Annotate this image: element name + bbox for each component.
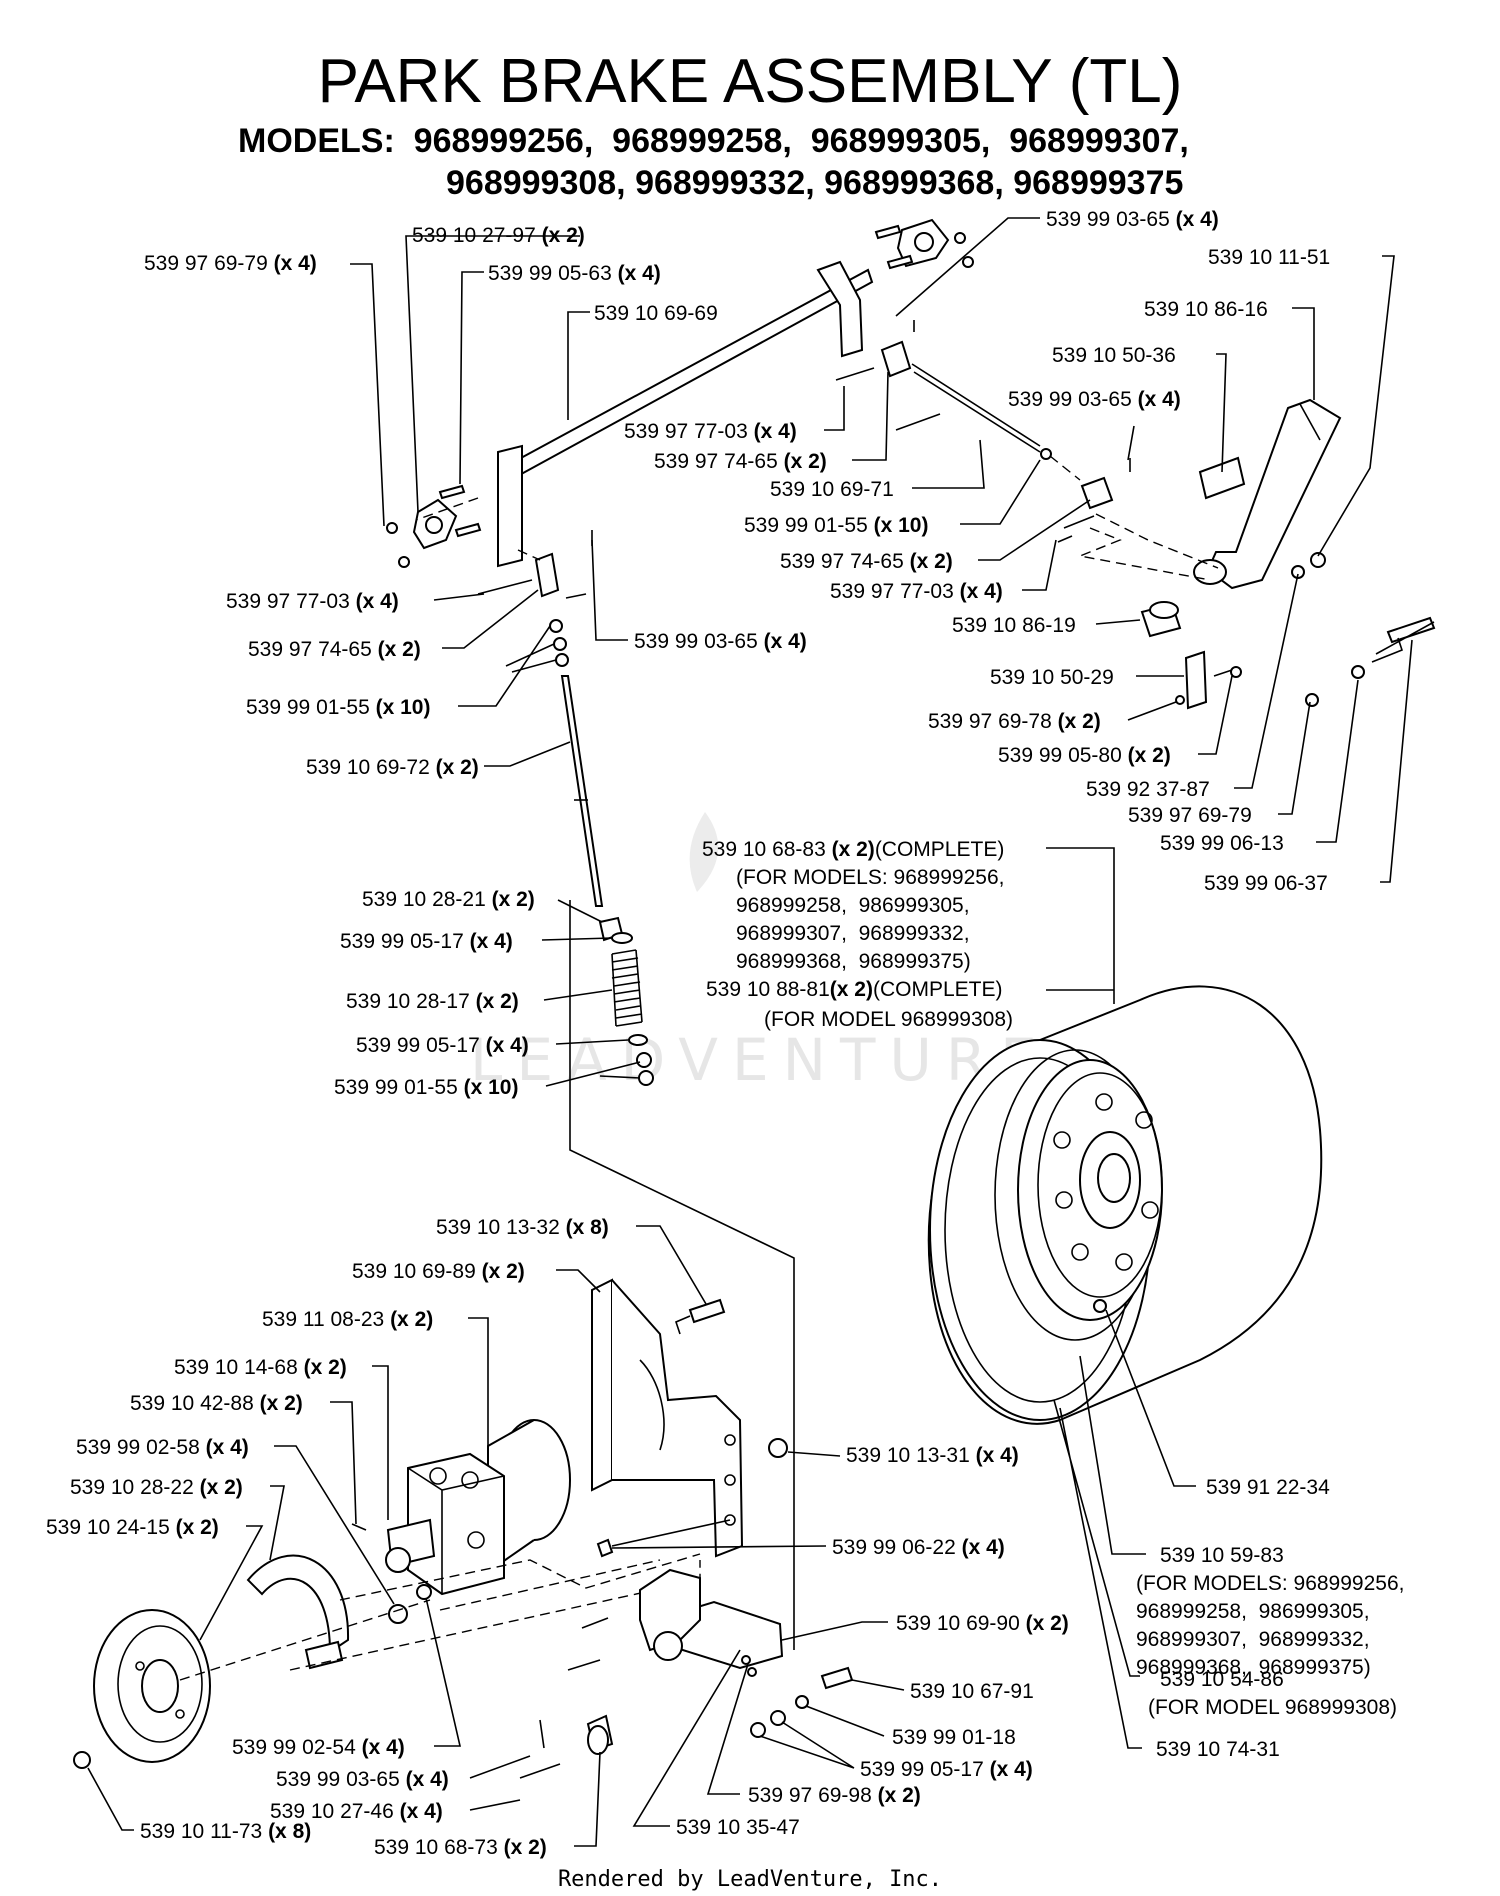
wheel-notes: 539 10 68-83 (x 2)(COMPLETE) (FOR MODELS…: [702, 838, 1013, 1031]
callout-label: 539 10 67-91: [910, 1680, 1034, 1703]
callout-label: 539 11 08-23 (x 2): [262, 1308, 433, 1331]
callout-label: 539 10 69-69: [594, 302, 718, 325]
callout-label: 539 97 74-65 (x 2): [248, 638, 421, 661]
callout-label: 539 92 37-87: [1086, 778, 1210, 801]
tire-note-2-heading: 539 10 54-86: [1160, 1668, 1284, 1691]
callout-label: 539 99 01-55 (x 10): [744, 514, 928, 537]
callout-label: 539 99 05-17 (x 4): [860, 1758, 1033, 1781]
callout-label: 539 10 68-73 (x 2): [374, 1836, 547, 1859]
callout-label: 539 99 05-17 (x 4): [340, 930, 513, 953]
callout-label: 539 99 01-18: [892, 1726, 1016, 1749]
callout-label: 539 97 69-79: [1128, 804, 1252, 827]
callout-label: 539 10 69-72 (x 2): [306, 756, 479, 779]
footer-credit: Rendered by LeadVenture, Inc.: [558, 1867, 942, 1892]
page-title: PARK BRAKE ASSEMBLY (TL): [318, 47, 1183, 116]
callout-label: 539 99 01-55 (x 10): [334, 1076, 518, 1099]
watermark-logo-icon: [689, 812, 719, 892]
callout-label: 539 99 06-22 (x 4): [832, 1536, 1005, 1559]
tire-notes: 539 10 59-83 (FOR MODELS: 968999256, 968…: [1136, 1544, 1404, 1761]
callout-label: 539 97 69-78 (x 2): [928, 710, 1101, 733]
callout-label: 539 10 13-32 (x 8): [436, 1216, 609, 1239]
callout-label: 539 99 03-65 (x 4): [1046, 208, 1219, 231]
callout-label: 539 97 74-65 (x 2): [780, 550, 953, 573]
callout-label: 539 10 35-47: [676, 1816, 800, 1839]
tire-note-1-line: 968999368, 968999375): [1136, 1656, 1371, 1679]
callout-label: 539 97 77-03 (x 4): [830, 580, 1003, 603]
callout-label: 539 99 05-17 (x 4): [356, 1034, 529, 1057]
wheel-note-2-line: (FOR MODEL 968999308): [764, 1008, 1013, 1031]
callout-label: 539 99 03-65 (x 4): [634, 630, 807, 653]
callout-label: 539 91 22-34: [1206, 1476, 1330, 1499]
callout-label: 539 10 42-88 (x 2): [130, 1392, 303, 1415]
callout-label: 539 97 74-65 (x 2): [654, 450, 827, 473]
callout-label: 539 10 13-31 (x 4): [846, 1444, 1019, 1467]
tire-note-1-heading: 539 10 59-83: [1160, 1544, 1284, 1567]
wheel-note-1-heading: 539 10 68-83 (x 2)(COMPLETE): [702, 838, 1004, 861]
callout-label: 539 99 02-54 (x 4): [232, 1736, 405, 1759]
wheel-note-1-line: 968999258, 986999305,: [736, 894, 970, 917]
callout-label: 539 10 14-68 (x 2): [174, 1356, 347, 1379]
callout-label: 539 10 69-90 (x 2): [896, 1612, 1069, 1635]
callout-label: 539 99 03-65 (x 4): [1008, 388, 1181, 411]
callout-label: 539 10 11-73 (x 8): [140, 1820, 311, 1843]
wheel-drawing: [927, 985, 1323, 1425]
callout-label: 539 97 77-03 (x 4): [226, 590, 399, 613]
callout-label: 539 10 69-71: [770, 478, 894, 501]
tire-note-1-line: 968999258, 986999305,: [1136, 1600, 1370, 1623]
callout-label: 539 99 06-13: [1160, 832, 1284, 855]
callout-label: 539 97 69-79 (x 4): [144, 252, 317, 275]
callout-label: 539 10 50-36: [1052, 344, 1176, 367]
watermark: LEADVENTURE: [470, 1026, 1051, 1094]
callout-label: 539 10 28-21 (x 2): [362, 888, 535, 911]
models-line-2: 968999308, 968999332, 968999368, 9689993…: [446, 164, 1183, 202]
callout-label: 539 97 69-98 (x 2): [748, 1784, 921, 1807]
callout-label: 539 99 02-58 (x 4): [76, 1436, 249, 1459]
callout-label: 539 10 86-19: [952, 614, 1076, 637]
wheel-note-2-heading: 539 10 88-81(x 2)(COMPLETE): [706, 978, 1002, 1001]
callout-label: 539 10 27-97 (x 2): [412, 224, 585, 247]
callout-label: 539 10 86-16: [1144, 298, 1268, 321]
wheel-note-1-line: 968999368, 968999375): [736, 950, 971, 973]
callout-labels: 539 97 69-79 (x 4) 539 10 27-97 (x 2) 53…: [46, 208, 1330, 1859]
tire-note-2-line: (FOR MODEL 968999308): [1148, 1696, 1397, 1719]
upper-linkage-drawing: [386, 218, 1436, 1086]
callout-label: 539 10 28-17 (x 2): [346, 990, 519, 1013]
wheel-note-1-line: 968999307, 968999332,: [736, 922, 970, 945]
tire-note-3-heading: 539 10 74-31: [1156, 1738, 1280, 1761]
callout-label: 539 10 11-51: [1208, 246, 1330, 269]
models-line-1: MODELS: 968999256, 968999258, 968999305,…: [238, 122, 1189, 160]
callout-label: 539 99 06-37: [1204, 872, 1328, 895]
callout-label: 539 10 69-89 (x 2): [352, 1260, 525, 1283]
tire-note-1-line: (FOR MODELS: 968999256,: [1136, 1572, 1404, 1595]
callout-label: 539 99 05-80 (x 2): [998, 744, 1171, 767]
callout-label: 539 10 27-46 (x 4): [270, 1800, 443, 1823]
wheel-note-1-line: (FOR MODELS: 968999256,: [736, 866, 1004, 889]
callout-label: 539 97 77-03 (x 4): [624, 420, 797, 443]
motor-brake-drawing: [73, 900, 854, 1779]
callout-label: 539 99 03-65 (x 4): [276, 1768, 449, 1791]
callout-label: 539 10 28-22 (x 2): [70, 1476, 243, 1499]
callout-label: 539 10 50-29: [990, 666, 1114, 689]
leader-lines: [87, 217, 1413, 1847]
callout-label: 539 10 24-15 (x 2): [46, 1516, 219, 1539]
callout-label: 539 99 01-55 (x 10): [246, 696, 430, 719]
tire-note-1-line: 968999307, 968999332,: [1136, 1628, 1370, 1651]
callout-label: 539 99 05-63 (x 4): [488, 262, 661, 285]
